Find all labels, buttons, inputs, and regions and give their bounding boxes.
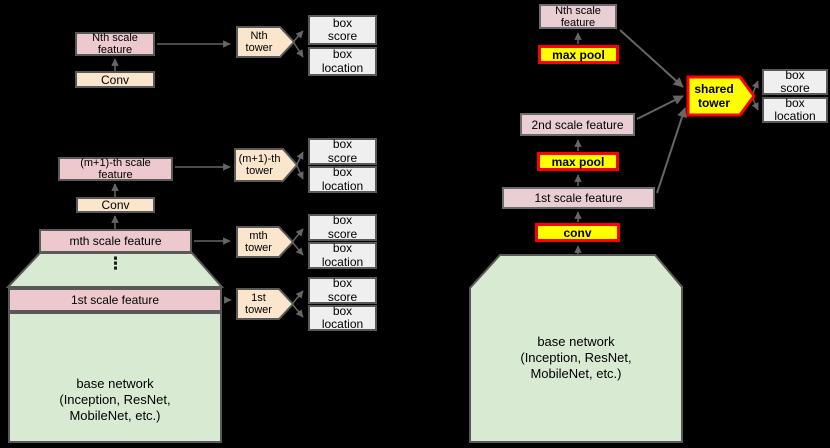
mth-tower-shape: [236, 226, 295, 258]
left-base-network: base network (Inception, ResNet, MobileN…: [8, 312, 222, 443]
left-first-box-location: box location: [308, 304, 377, 331]
left-m1-box-location: box location: [308, 165, 377, 193]
shared-tower-shape: [686, 75, 756, 117]
ellipsis-dots: ⋮: [107, 254, 124, 273]
left-first-scale-feature: 1st scale feature: [8, 288, 222, 312]
left-base-funnel-shape: [5, 252, 225, 288]
right-base-network-shape: [469, 254, 683, 443]
right-second-scale-feature: 2nd scale feature: [520, 113, 635, 136]
first-tower-label: 1st tower: [245, 292, 272, 316]
right-max-pool-top: max pool: [538, 45, 619, 64]
left-m1-scale-feature: (m+1)-th scale feature: [58, 157, 173, 181]
left-mth-box-location: box location: [308, 241, 377, 269]
right-max-pool-bottom: max pool: [537, 152, 619, 171]
right-first-scale-feature: 1st scale feature: [502, 187, 655, 209]
left-conv-top: Conv: [75, 71, 155, 88]
connector-arrows: [111, 29, 759, 318]
left-base-network-label: base network (Inception, ResNet, MobileN…: [59, 375, 171, 423]
left-first-box-score: box score: [308, 276, 377, 304]
left-nth-box-location: box location: [308, 47, 377, 76]
m1-tower-shape: [234, 148, 299, 182]
left-nth-box-score: box score: [308, 15, 377, 45]
left-conv-mid: Conv: [76, 197, 155, 213]
m1-tower-label: (m+1)-th tower: [238, 153, 281, 177]
right-base-network-label: base network (Inception, ResNet, MobileN…: [520, 334, 632, 381]
nth-tower-shape: [236, 26, 296, 58]
right-conv: conv: [535, 223, 620, 242]
right-box-location: box location: [762, 96, 828, 123]
mth-tower-label: mth tower: [245, 230, 272, 254]
left-mth-box-score: box score: [308, 213, 377, 241]
left-mth-scale-feature: mth scale feature: [39, 229, 192, 253]
first-tower-shape: [236, 288, 295, 320]
shared-tower-label: shared tower: [694, 82, 734, 110]
left-m1-box-score: box score: [308, 137, 377, 165]
right-box-score: box score: [762, 68, 828, 95]
nth-tower-label: Nth tower: [245, 30, 273, 54]
left-nth-scale-feature: Nth scale feature: [75, 32, 155, 56]
right-nth-scale-feature: Nth scale feature: [539, 4, 617, 29]
